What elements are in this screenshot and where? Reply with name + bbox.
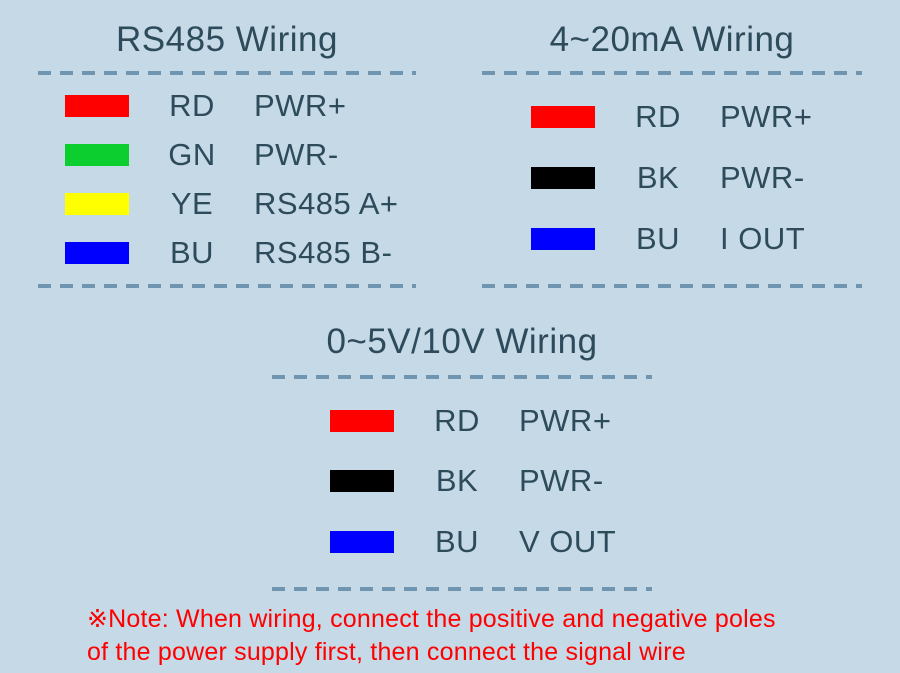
wire-signal-label: PWR+ — [519, 402, 612, 438]
section-title: 4~20mA Wiring — [549, 20, 795, 59]
red-wire-swatch — [330, 409, 394, 432]
wire-signal-label: RS485 A+ — [254, 186, 399, 221]
wire-signal-label: PWR- — [519, 463, 604, 498]
dashed-divider — [482, 71, 862, 75]
wiring-note: ※Note: When wiring, connect the positive… — [87, 603, 776, 669]
black-wire-swatch — [531, 166, 595, 189]
wire-row: YE RS485 A+ — [38, 186, 416, 222]
section-0-5v-10v-wiring: 0~5V/10V Wiring RD PWR+ BK PWR- BU V OUT — [272, 322, 652, 591]
wire-legend-rows: RD PWR+ BK PWR- BU I OUT — [482, 97, 862, 259]
wire-color-abbr: BK — [435, 463, 479, 498]
wire-signal-label: I OUT — [720, 220, 806, 256]
wire-row: BK PWR- — [272, 461, 652, 501]
wire-color-abbr: BU — [635, 220, 681, 256]
wire-row: GN PWR- — [38, 137, 416, 173]
wire-color-abbr: BK — [636, 159, 680, 195]
wire-row: RD PWR+ — [272, 401, 652, 441]
wire-row: RD PWR+ — [482, 97, 862, 137]
red-wire-swatch — [65, 95, 129, 117]
wire-signal-label: PWR+ — [254, 88, 347, 123]
blue-wire-swatch — [65, 242, 129, 264]
wire-row: BU RS485 B- — [38, 235, 416, 271]
black-wire-swatch — [330, 470, 394, 492]
section-4-20ma-wiring: 4~20mA Wiring RD PWR+ BK PWR- BU I OUT — [482, 20, 862, 288]
wiring-note-line2: of the power supply first, then connect … — [87, 638, 686, 666]
wire-color-abbr: BU — [169, 235, 215, 270]
blue-wire-swatch — [531, 227, 595, 250]
wire-color-abbr: RD — [635, 98, 681, 134]
green-wire-swatch — [65, 144, 129, 166]
wire-row: BK PWR- — [482, 158, 862, 198]
dashed-divider — [38, 284, 416, 288]
section-title: RS485 Wiring — [116, 20, 338, 59]
wire-color-abbr: YE — [170, 186, 214, 221]
dashed-divider — [272, 587, 652, 591]
dashed-divider — [38, 71, 416, 75]
wire-signal-label: PWR- — [254, 137, 339, 172]
wire-legend-rows: RD PWR+ GN PWR- YE RS485 A+ BU RS485 B- — [38, 88, 416, 271]
yellow-wire-swatch — [65, 193, 129, 215]
wire-color-abbr: RD — [169, 88, 215, 123]
wire-color-abbr: GN — [168, 137, 216, 172]
wire-row: BU V OUT — [272, 522, 652, 562]
red-wire-swatch — [531, 105, 595, 128]
wire-signal-label: PWR+ — [720, 98, 813, 134]
dashed-divider — [482, 284, 862, 288]
wire-signal-label: PWR- — [720, 159, 805, 195]
wiring-note-line1: ※Note: When wiring, connect the positive… — [87, 605, 776, 633]
wire-color-abbr: BU — [434, 523, 480, 559]
section-title: 0~5V/10V Wiring — [326, 322, 598, 361]
wire-legend-rows: RD PWR+ BK PWR- BU V OUT — [272, 401, 652, 562]
wire-row: RD PWR+ — [38, 88, 416, 124]
section-rs485-wiring: RS485 Wiring RD PWR+ GN PWR- YE RS485 A+ BU RS4… — [38, 20, 416, 288]
dashed-divider — [272, 375, 652, 379]
blue-wire-swatch — [330, 530, 394, 553]
wire-row: BU I OUT — [482, 219, 862, 259]
wire-signal-label: V OUT — [519, 523, 617, 559]
wire-color-abbr: RD — [434, 402, 480, 438]
wire-signal-label: RS485 B- — [254, 235, 393, 270]
